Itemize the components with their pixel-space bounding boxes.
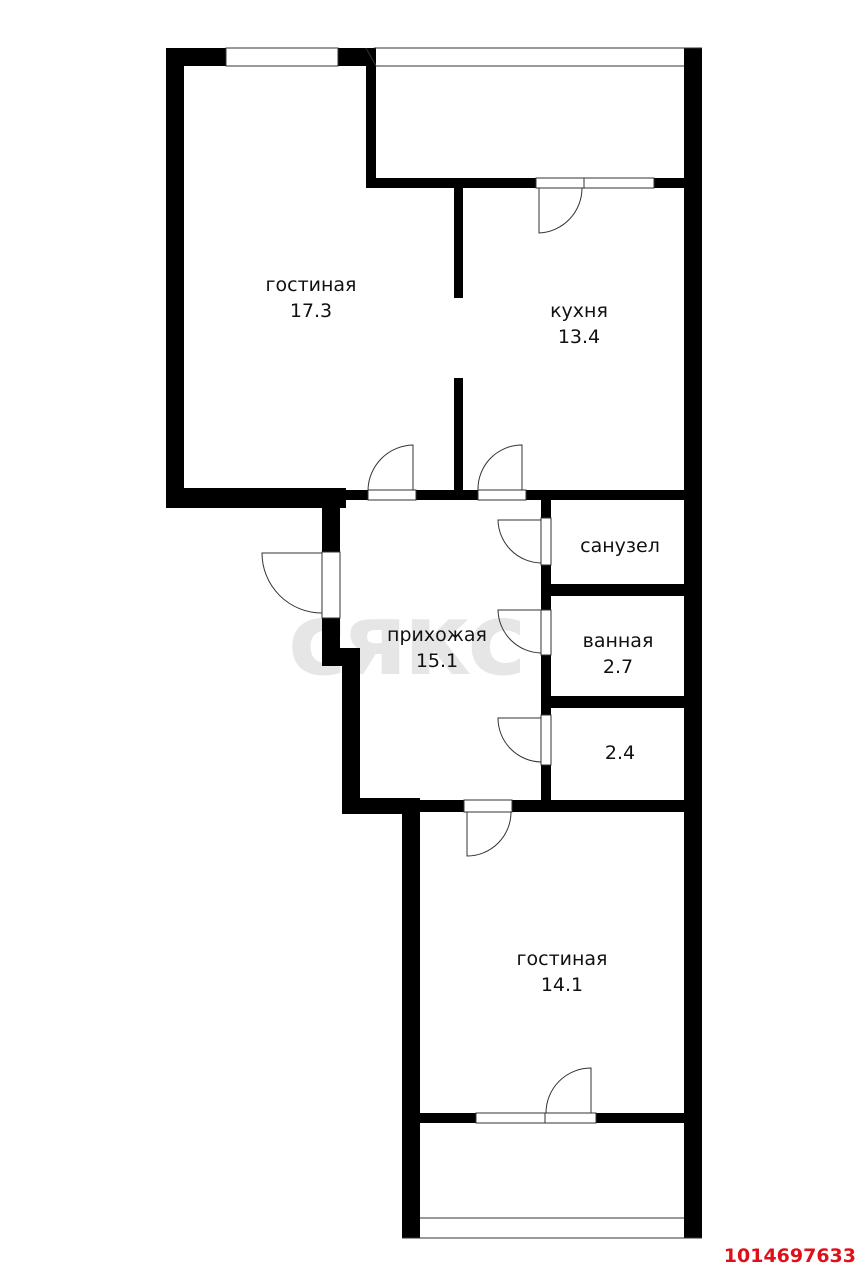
door: [477, 489, 527, 501]
wall: [541, 565, 551, 610]
door-swing: [538, 187, 583, 234]
wall: [166, 48, 226, 66]
wall: [166, 488, 346, 508]
wall: [402, 812, 420, 1238]
wall: [684, 48, 702, 1238]
wall: [322, 618, 340, 666]
wall: [596, 1113, 686, 1123]
room-storage: 2.4: [605, 740, 635, 766]
wall: [526, 490, 686, 500]
door-swing: [367, 444, 414, 491]
wall: [551, 584, 686, 596]
room-area: 17.3: [289, 300, 333, 322]
wall: [342, 648, 360, 813]
room-name: гостиная: [265, 274, 357, 296]
door-swing: [545, 1067, 592, 1114]
room-hallway: прихожая 15.1: [387, 622, 487, 674]
listing-id: 1014697633: [723, 1245, 856, 1267]
wall: [338, 48, 374, 66]
window: [225, 47, 339, 67]
wall: [420, 800, 464, 812]
room-living-2: гостиная 14.1: [517, 946, 608, 998]
wall: [366, 48, 376, 188]
door-swing: [477, 444, 523, 491]
door: [463, 799, 513, 813]
door-swing: [466, 811, 512, 857]
wall: [166, 48, 184, 508]
room-name: гостиная: [516, 948, 608, 970]
room-name: прихожая: [387, 624, 487, 646]
room-kitchen: кухня 13.4: [550, 298, 608, 350]
room-living-1: гостиная 17.3: [266, 272, 357, 324]
room-name: кухня: [550, 300, 608, 322]
door: [367, 489, 417, 501]
wall: [322, 500, 340, 552]
wall: [541, 655, 551, 715]
wall: [416, 490, 478, 500]
room-area: 14.1: [540, 974, 584, 996]
wall: [342, 798, 420, 814]
room-name: санузел: [580, 535, 660, 557]
wall: [420, 1113, 476, 1123]
wall: [551, 696, 686, 708]
door-swing: [497, 717, 542, 763]
wall: [684, 48, 702, 66]
door-swing: [497, 519, 542, 564]
room-area: 13.4: [557, 326, 601, 348]
wall: [340, 490, 368, 500]
wall: [454, 188, 463, 298]
wall: [512, 800, 686, 812]
window: [535, 177, 655, 189]
door: [540, 517, 552, 566]
wall: [654, 178, 686, 188]
door: [540, 714, 552, 766]
room-toilet: санузел: [580, 533, 660, 559]
room-area: 15.1: [415, 650, 459, 672]
window: [475, 1112, 597, 1124]
wall: [366, 178, 536, 188]
wall: [541, 765, 551, 805]
door: [540, 609, 552, 656]
room-area: 2.4: [604, 742, 636, 764]
wall: [454, 378, 463, 490]
wall: [684, 1218, 702, 1238]
wall: [402, 1218, 420, 1238]
door-swing: [261, 552, 323, 614]
room-name: ванная: [582, 630, 654, 652]
door-swing: [497, 609, 542, 654]
room-bathroom: ванная 2.7: [583, 628, 654, 680]
room-area: 2.7: [602, 656, 634, 678]
wall: [541, 500, 551, 518]
door: [321, 551, 341, 619]
